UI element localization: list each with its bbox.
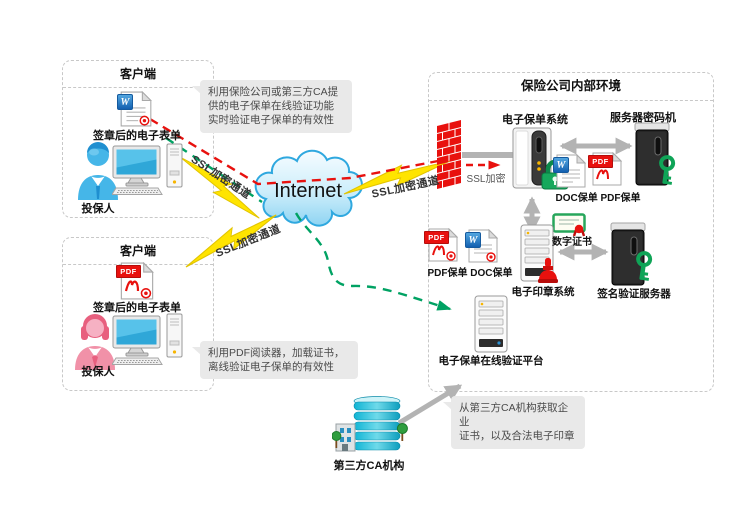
pdf-doc-policy-label: PDF保单 DOC保单 [427,268,513,279]
online-platform-label: 电子保单在线验证平台 [438,355,544,367]
pdf-badge-icon: PDF [424,231,449,244]
firewall-icon [437,120,461,189]
ssl-encrypt-label: SSL加密 [466,174,506,185]
lightning-top-icon [179,156,260,219]
client-bottom-computer-icon [111,313,196,370]
digital-cert-label: 数字证书 [552,237,592,248]
signed-pdf-form-icon: PDF [116,262,154,302]
internal-env-title: 保险公司内部环境 [429,73,713,101]
policy-system-server-icon [512,127,552,194]
note-ca-certificate: 从第三方CA机构获取企业 证书，以及合法电子印章 [443,396,585,449]
signature-server-icon [610,222,646,291]
note-offline-verification: 利用PDF阅读器，加载证书， 离线验证电子保单的有效性 [192,341,358,380]
client-box-bottom: 客户端 [62,237,214,391]
note-online-verification: 利用保险公司或第三方CA提 供的电子保单在线验证功能 实时验证电子保单的有效性 [192,80,352,133]
pdf-policy-icon-2: PDF [424,228,460,266]
client-top-title: 客户端 [63,61,213,88]
ssl-lightning-bolts [179,156,450,268]
key-icon-cipher [655,155,677,193]
signed-form-label-top: 签章后的电子表单 [93,130,181,142]
policy-system-label: 电子保单系统 [502,114,568,126]
cipher-machine-server-icon [634,122,670,191]
pdf-swoosh-icon [596,169,609,180]
word-badge-icon: W [465,232,481,248]
cipher-machine-label: 服务器密码机 [610,112,676,124]
pdf-swoosh-icon [124,280,140,292]
online-platform-server-icon [474,295,508,358]
green-dashed-platform-path [294,212,452,311]
word-badge-icon: W [553,157,569,173]
doc-policy-icon: W [553,154,588,190]
policyholder-label-top: 投保人 [81,203,115,215]
internet-label: Internet [274,180,342,202]
signed-form-label-bottom: 签章后的电子表单 [93,302,181,314]
red-dashed-path [149,117,439,186]
pdf-badge-icon: PDF [588,155,613,168]
policyholder-male-icon [76,142,120,205]
pdf-swoosh-icon [432,245,445,256]
pdf-badge-icon: PDF [116,265,141,278]
signed-word-form-icon: W [117,91,152,129]
client-top-computer-icon [111,143,196,200]
stamp-icon [536,258,560,289]
digital-certificate-icon [552,213,586,242]
ca-building-icon [331,394,408,463]
doc-pdf-policy-label: DOC保单 PDF保单 [555,193,641,204]
seal-system-label: 电子印章系统 [511,286,575,298]
policyholder-female-icon [72,312,118,375]
key-icon-signature [632,251,654,289]
lightning-bottom-icon [185,214,277,268]
signature-server-label: 签名验证服务器 [597,288,671,300]
ca-institution-label: 第三方CA机构 [333,460,405,472]
arrow-ca-internal [397,383,463,426]
policyholder-label-bottom: 投保人 [81,366,115,378]
doc-policy-icon-2: W [465,229,500,265]
pdf-policy-icon: PDF [588,152,624,190]
word-badge-icon: W [117,94,133,110]
